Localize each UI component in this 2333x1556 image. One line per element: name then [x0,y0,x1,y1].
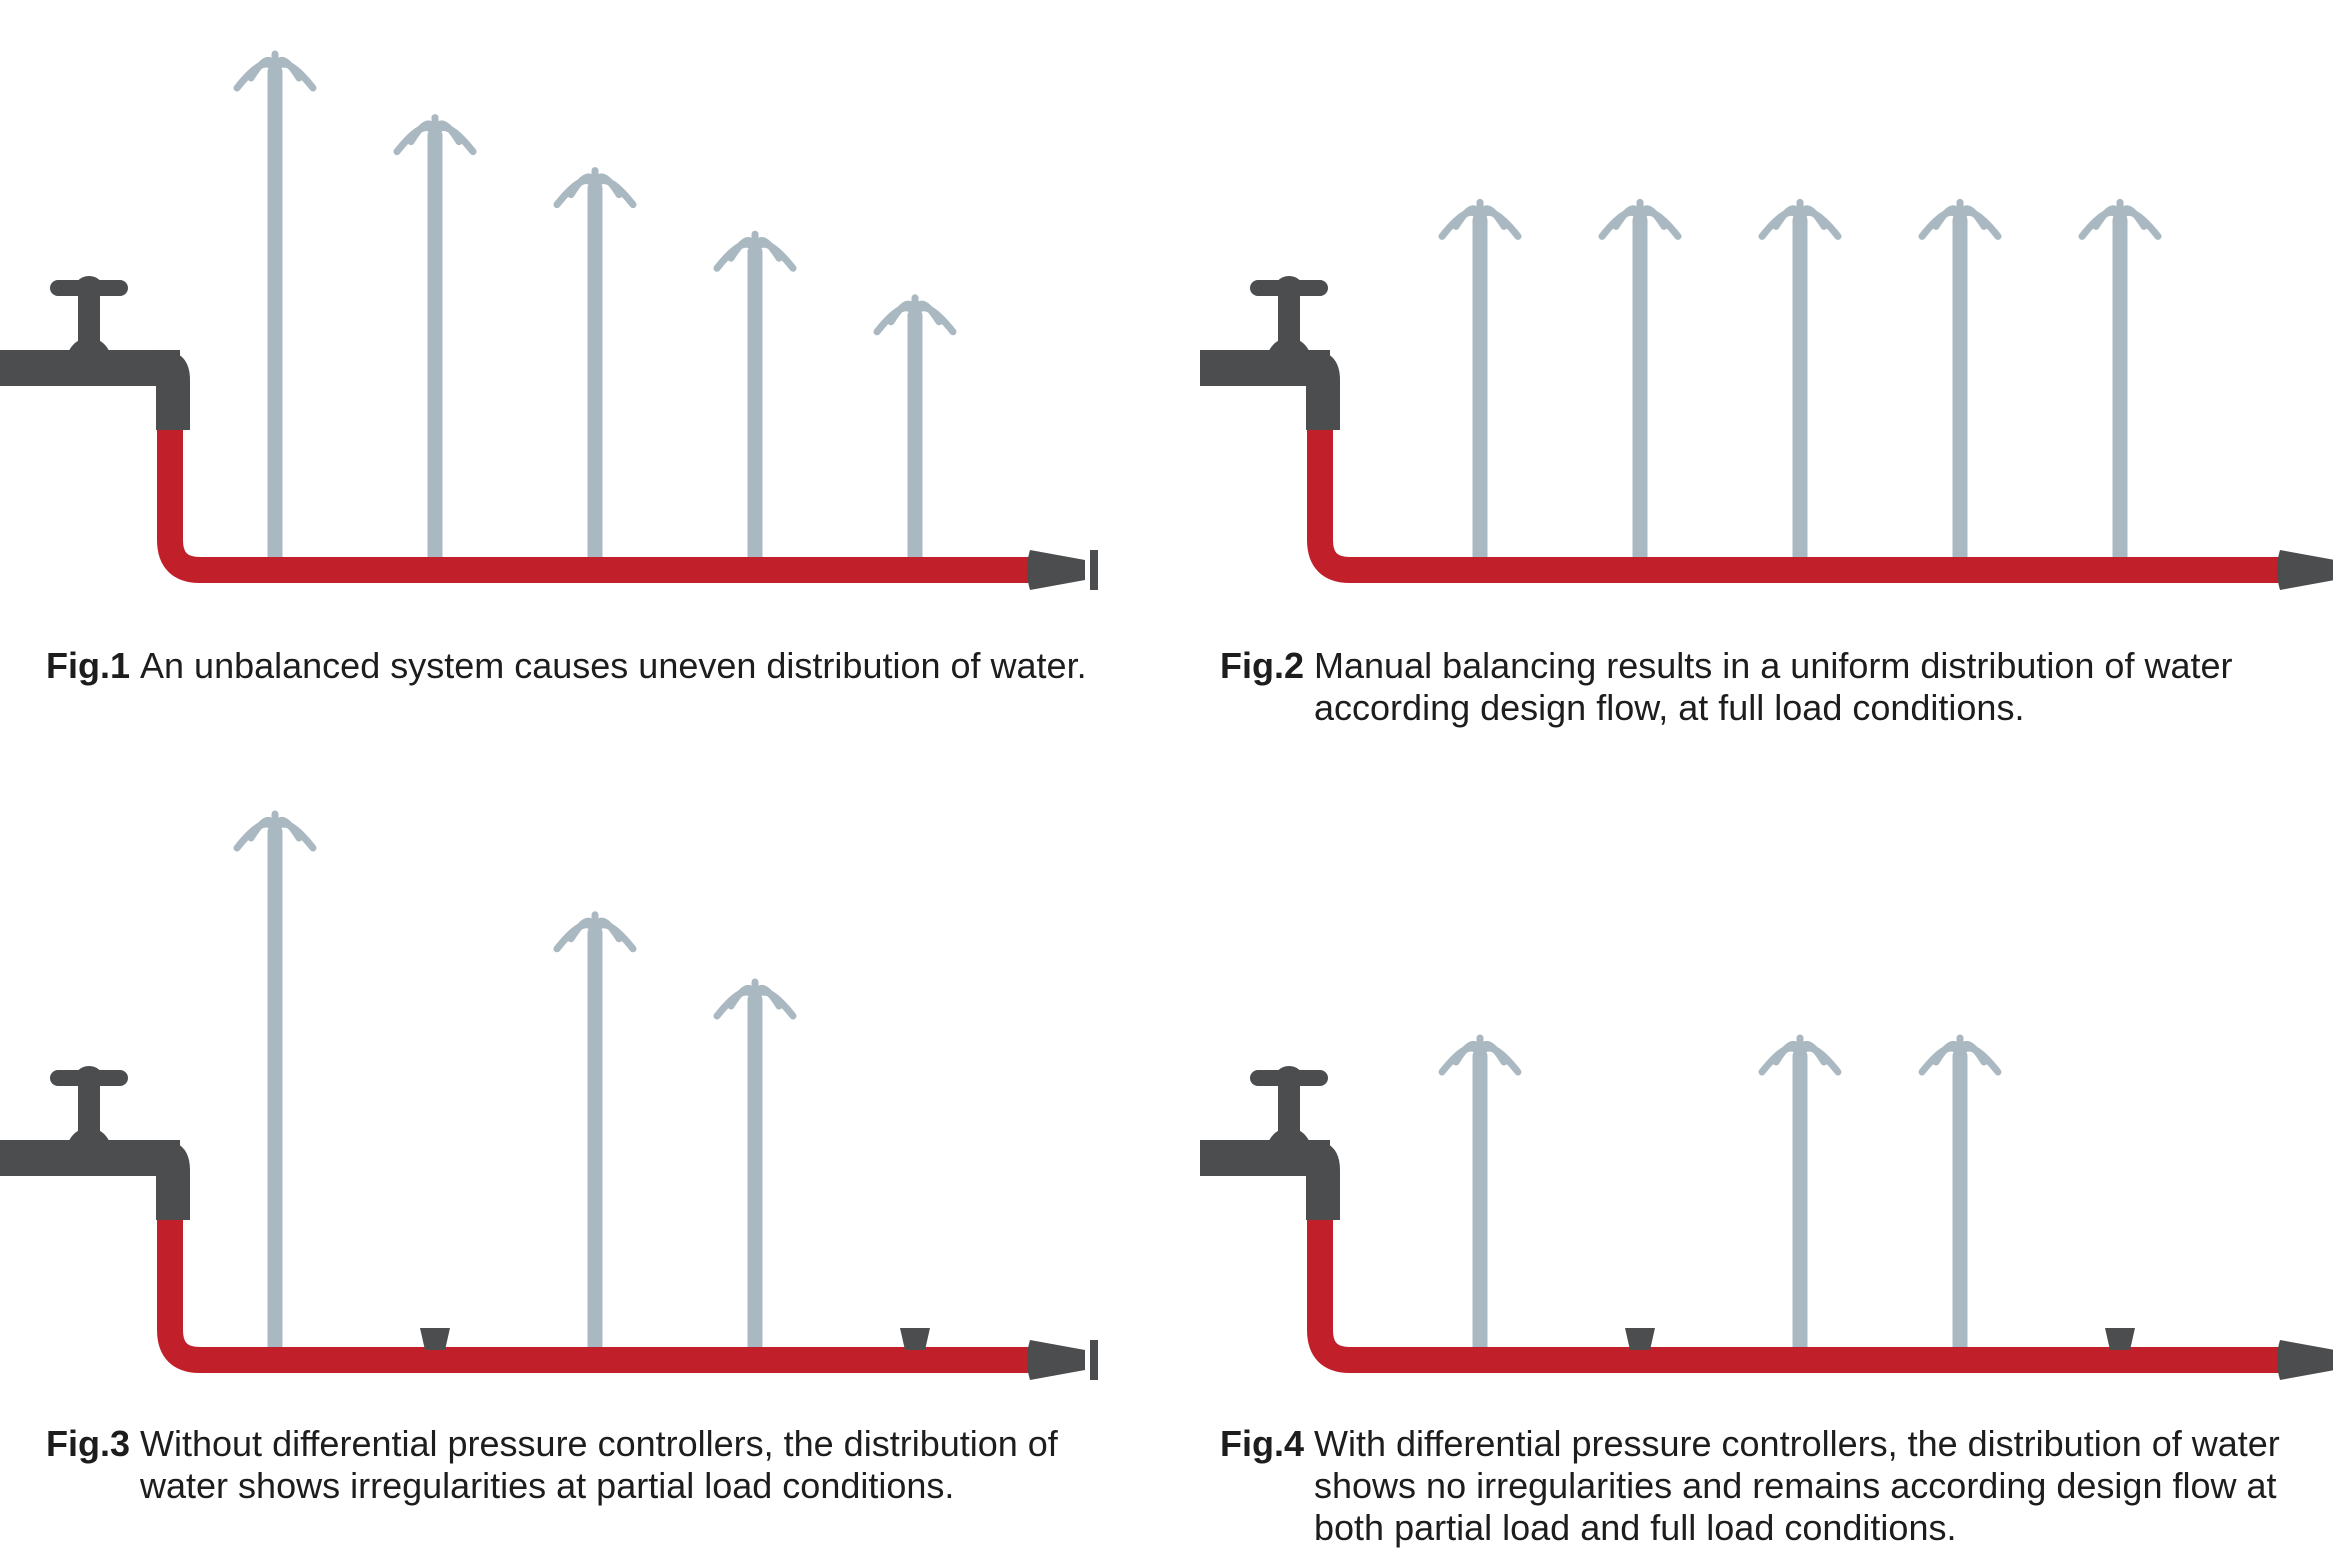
fig2-label: Fig.2 [1220,645,1305,686]
tap-icon [1200,276,1340,430]
nozzle-icon [2277,550,2333,590]
fig2-diagram [1200,198,2333,590]
fig4-caption: Fig.4 With differential pressure control… [1220,1423,2320,1549]
fig1-caption: Fig.1 An unbalanced system causes uneven… [46,645,1166,687]
fig2-caption-text: Manual balancing results in a uniform di… [1314,645,2233,728]
fig3-caption: Fig.3 Without differential pressure cont… [46,1423,1136,1507]
fig4-diagram [1200,1034,2333,1380]
tap-icon [0,276,190,430]
tap-icon [0,1066,190,1220]
water-spray-icon [393,114,477,156]
fig3-diagram [0,810,1098,1380]
water-spray-icon [553,911,637,953]
water-spray-icon [1438,1034,1522,1076]
nozzle-icon [1027,550,1085,590]
water-spray-icon [1598,198,1682,240]
supply-pipe [157,420,1030,583]
fig1-diagram [0,50,1098,590]
closed-valve-icon [1625,1328,1655,1350]
water-spray-icon [2078,198,2162,240]
water-spray-icon [233,50,317,92]
fig1-label: Fig.1 [46,645,131,686]
supply-pipe [1307,420,2280,583]
fig4-caption-text: With differential pressure controllers, … [1314,1423,2280,1548]
water-spray-icon [1758,1034,1842,1076]
supply-pipe [1307,1210,2280,1373]
nozzle-icon [1027,1340,1085,1380]
water-spray-icon [713,230,797,272]
water-spray-icon [1918,198,2002,240]
water-spray-icon [1438,198,1522,240]
closed-valve-icon [420,1328,450,1350]
fig2-caption: Fig.2 Manual balancing results in a unif… [1220,645,2310,729]
fig3-caption-text: Without differential pressure controller… [140,1423,1058,1506]
water-spray-icon [553,167,637,209]
water-spray-icon [713,978,797,1020]
water-spray-icon [1918,1034,2002,1076]
tap-icon [1200,1066,1340,1220]
closed-valve-icon [900,1328,930,1350]
nozzle-end-cap [1090,1340,1098,1380]
nozzle-icon [2277,1340,2333,1380]
water-spray-icon [233,810,317,852]
water-spray-icon [1758,198,1842,240]
supply-pipe [157,1210,1030,1373]
fig4-label: Fig.4 [1220,1423,1305,1464]
fig1-caption-text: An unbalanced system causes uneven distr… [140,645,1087,686]
nozzle-end-cap [1090,550,1098,590]
fig3-label: Fig.3 [46,1423,131,1464]
water-spray-icon [873,294,957,336]
closed-valve-icon [2105,1328,2135,1350]
